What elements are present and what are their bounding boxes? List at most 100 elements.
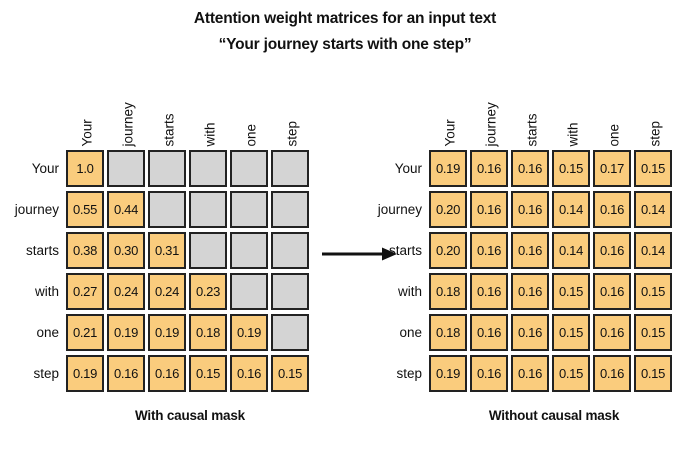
matrix-cell: 0.15 <box>552 150 590 187</box>
caption-without-causal-mask: Without causal mask <box>488 408 620 423</box>
matrix-cell: 0.16 <box>470 355 508 392</box>
right-arrow-svg <box>322 247 397 261</box>
matrix-cell: 0.14 <box>552 232 590 269</box>
matrix-cell: 0.16 <box>511 232 549 269</box>
caption-with-causal-mask: With causal mask <box>135 408 245 423</box>
matrix-cell: 0.14 <box>634 232 672 269</box>
matrix-cell: 0.14 <box>634 191 672 228</box>
matrix-row: Your 1.0 <box>0 148 320 189</box>
column-header-label: Your <box>441 118 457 146</box>
matrix-cell: 0.15 <box>634 273 672 310</box>
column-header-left-0: Your <box>66 84 107 148</box>
matrix-cell-masked <box>148 150 186 187</box>
matrix-cell-masked <box>271 232 309 269</box>
matrix-cell: 0.15 <box>634 150 672 187</box>
matrix-cell: 0.38 <box>66 232 104 269</box>
right-arrow-icon <box>322 246 398 262</box>
column-header-right-2: starts <box>511 84 552 148</box>
column-header-left-4: one <box>230 84 271 148</box>
matrix-cell: 0.16 <box>593 273 631 310</box>
matrix-cell: 0.16 <box>470 150 508 187</box>
matrix-cell: 0.19 <box>66 355 104 392</box>
matrix-cell: 0.19 <box>429 150 467 187</box>
matrix-cell: 0.16 <box>511 314 549 351</box>
column-header-label: with <box>564 121 580 146</box>
column-header-left-1: journey <box>107 84 148 148</box>
row-header-left-2: starts <box>25 243 59 258</box>
matrix-cell: 0.15 <box>634 355 672 392</box>
matrix-cell: 0.15 <box>552 355 590 392</box>
column-header-label: journey <box>119 101 135 146</box>
column-header-label: starts <box>160 112 176 146</box>
row-header-left-5: step <box>33 366 59 381</box>
matrix-cell-masked <box>271 150 309 187</box>
row-header-left-3: with <box>34 284 59 299</box>
column-header-right-5: step <box>634 84 675 148</box>
column-header-label: starts <box>523 112 539 146</box>
matrix-cell: 0.20 <box>429 232 467 269</box>
matrix-cell-masked <box>271 191 309 228</box>
column-header-right-3: with <box>552 84 593 148</box>
matrix-cell: 0.16 <box>107 355 145 392</box>
matrix-cell: 0.21 <box>66 314 104 351</box>
column-header-label: journey <box>482 101 498 146</box>
matrix-cell: 0.15 <box>552 314 590 351</box>
title-line-1: Attention weight matrices for an input t… <box>193 10 497 27</box>
matrix-cell-masked <box>148 191 186 228</box>
matrix-cell-masked <box>230 232 268 269</box>
matrix-cell: 0.15 <box>189 355 227 392</box>
matrix-cell: 0.16 <box>470 191 508 228</box>
matrix-cell: 0.24 <box>148 273 186 310</box>
matrix-cell: 0.24 <box>107 273 145 310</box>
matrix-cell: 0.15 <box>271 355 309 392</box>
row-header-left-0: Your <box>31 161 59 176</box>
title-line-2: “Your journey starts with one step” <box>218 36 472 53</box>
row-header-right-3: with <box>397 284 422 299</box>
matrix-cell: 0.17 <box>593 150 631 187</box>
matrix-cell: 0.16 <box>148 355 186 392</box>
matrix-cell: 0.18 <box>189 314 227 351</box>
matrix-cell-masked <box>230 150 268 187</box>
matrix-cell: 0.19 <box>230 314 268 351</box>
matrix-cell: 0.19 <box>107 314 145 351</box>
matrix-cell: 0.15 <box>552 273 590 310</box>
matrix-cell: 0.16 <box>593 314 631 351</box>
column-header-label: step <box>283 120 299 146</box>
matrix-cell: 0.55 <box>66 191 104 228</box>
matrix-cell: 0.18 <box>429 314 467 351</box>
figure-title: Attention weight matrices for an input t… <box>0 6 690 58</box>
row-header-right-4: one <box>399 325 422 340</box>
matrix-cell: 0.44 <box>107 191 145 228</box>
matrix-cell: 0.30 <box>107 232 145 269</box>
matrix-cell: 1.0 <box>66 150 104 187</box>
matrix-cell: 0.15 <box>634 314 672 351</box>
column-header-label: with <box>201 121 217 146</box>
matrix-cell: 0.16 <box>511 191 549 228</box>
column-header-label: one <box>242 123 258 146</box>
column-header-left-5: step <box>271 84 312 148</box>
matrix-cell-masked <box>189 232 227 269</box>
matrix-cell-masked <box>271 273 309 310</box>
column-header-row-left: Your journey starts with one step <box>0 84 320 148</box>
column-header-left-2: starts <box>148 84 189 148</box>
matrix-cell: 0.16 <box>593 232 631 269</box>
column-header-label: one <box>605 123 621 146</box>
matrix-cell: 0.16 <box>470 273 508 310</box>
row-header-left-1: journey <box>14 202 59 217</box>
matrix-cell: 0.14 <box>552 191 590 228</box>
row-header-left-4: one <box>36 325 59 340</box>
matrix-cell-masked <box>189 150 227 187</box>
matrix-cell: 0.16 <box>511 355 549 392</box>
